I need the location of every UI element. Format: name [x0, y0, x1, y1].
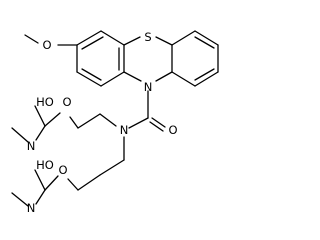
- carbamate2-nitrogen-label: N: [27, 201, 36, 215]
- amine-nitrogen-label: N: [120, 123, 129, 137]
- carbamate1-hydroxyl-label: HO: [36, 95, 54, 109]
- methoxy-oxygen-label: O: [42, 38, 51, 52]
- sulfur-atom-label: S: [144, 30, 151, 44]
- carbamate2-ester-oxygen-label: O: [58, 163, 67, 177]
- ring-nitrogen-label: N: [144, 80, 153, 94]
- bond-lines: [11, 30, 219, 207]
- carbamate2-hydroxyl-label: HO: [36, 158, 54, 172]
- chemical-structure-diagram: S O N O N HO O N HO O N: [11, 30, 219, 215]
- carbamate1-ester-oxygen-label: O: [62, 95, 71, 109]
- carbamate1-nitrogen-label: N: [27, 139, 36, 153]
- carbonyl-oxygen-label: O: [168, 123, 177, 137]
